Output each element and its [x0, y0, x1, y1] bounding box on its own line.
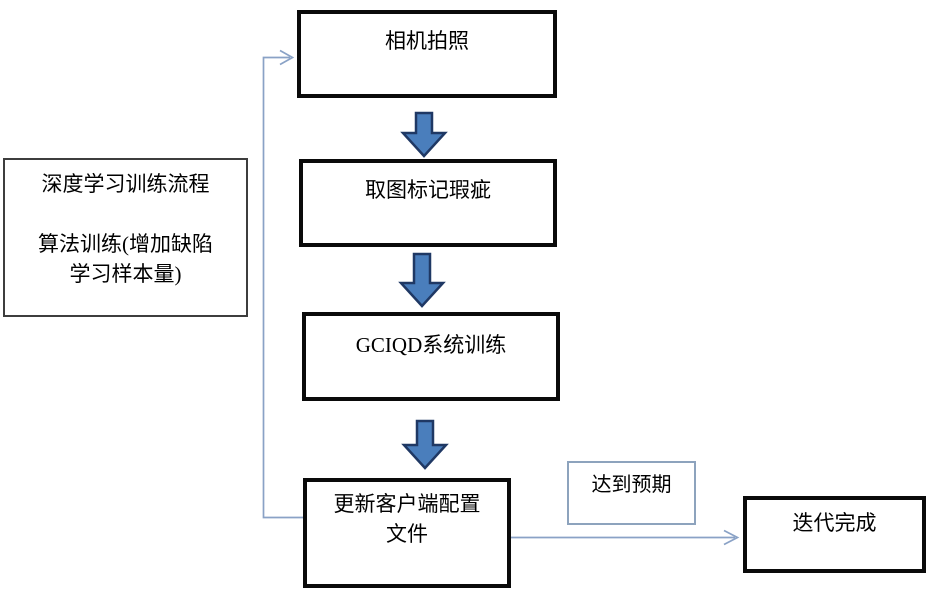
legend-line2: 算法训练(增加缺陷	[38, 232, 213, 256]
node-update-label-line1: 更新客户端配置	[333, 492, 481, 516]
node-done-label: 迭代完成	[792, 511, 877, 535]
edge-label-expectation-met: 达到预期	[567, 461, 696, 525]
feedback-arrowhead-icon	[279, 49, 295, 66]
block-arrows	[398, 111, 449, 470]
down-block-arrow-icon-3	[401, 419, 449, 470]
legend-line1: 深度学习训练流程	[41, 172, 210, 196]
node-train-label: GCIQD系统训练	[355, 333, 507, 357]
node-camera-label: 相机拍照	[385, 29, 469, 53]
legend-box-training-process: 深度学习训练流程 算法训练(增加缺陷 学习样本量)	[3, 158, 248, 317]
down-block-arrow-icon-2	[398, 252, 446, 308]
node-update-client-config: 更新客户端配置 文件	[303, 478, 511, 588]
node-update-label-line2: 文件	[386, 522, 428, 546]
down-block-arrow-icon-1	[400, 111, 448, 158]
node-mark-label: 取图标记瑕疵	[365, 178, 491, 202]
node-mark-defects: 取图标记瑕疵	[299, 159, 557, 247]
feedback-loop-connector	[262, 49, 303, 519]
node-iteration-complete: 迭代完成	[743, 496, 926, 573]
expect-label: 达到预期	[591, 474, 672, 496]
expect-connector	[511, 529, 740, 546]
node-gciqd-training: GCIQD系统训练	[302, 312, 560, 401]
legend-line3: 学习样本量)	[69, 262, 182, 286]
node-camera-capture: 相机拍照	[297, 10, 557, 98]
expect-arrowhead-icon	[723, 529, 740, 546]
